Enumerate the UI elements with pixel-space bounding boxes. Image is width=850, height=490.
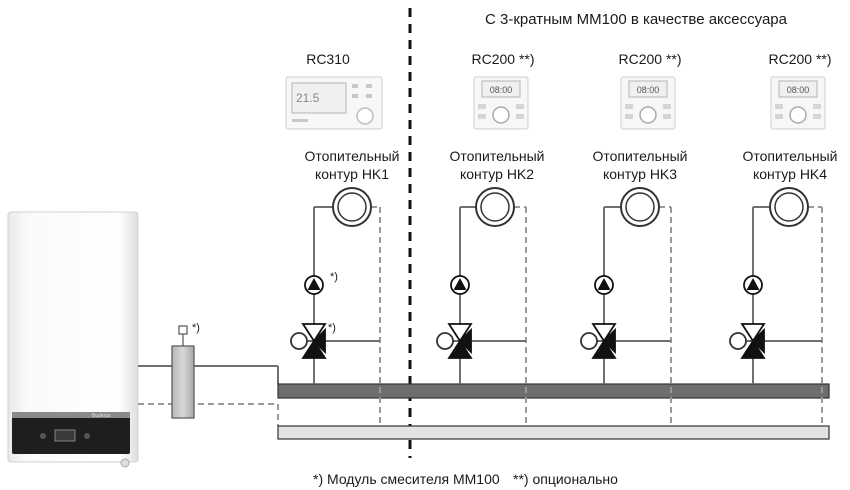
valve-right-triangle — [602, 327, 616, 355]
controller-rc200-hk2: RC200 **) 08:00 — [471, 51, 535, 130]
circuit-label-line1: Отопительный — [305, 148, 400, 164]
boiler: Buderus — [7, 211, 139, 468]
rc310-screen-text: 21.5 — [296, 91, 320, 105]
valve-upper-triangle — [740, 323, 766, 343]
radiator-circle-inner — [337, 192, 367, 222]
pump-footnote-marker: *) — [330, 271, 338, 283]
rc200-button — [625, 104, 633, 109]
temperature-sensor-icon — [580, 332, 598, 350]
rc200-screen-text: 08:00 — [637, 85, 660, 95]
rc200-button — [813, 104, 821, 109]
hydraulic-separator — [171, 345, 195, 419]
heating-circuit-hk4 — [729, 187, 823, 426]
valve-upper-triangle — [301, 323, 327, 343]
heating-circuit-hk1: *) *) — [290, 187, 381, 426]
footnote-optional: **) опционально — [513, 471, 618, 487]
rc200-button — [775, 114, 783, 119]
rc200-button — [478, 104, 486, 109]
circuit-label-line2: контур HK4 — [753, 166, 827, 182]
rc200-button — [516, 114, 524, 119]
rc200-button — [625, 114, 633, 119]
rc200-button — [663, 114, 671, 119]
rc310-button — [366, 84, 372, 88]
rc200-dial-icon — [492, 106, 510, 124]
controller-label: RC200 **) — [768, 51, 831, 67]
rc310-button — [352, 94, 358, 98]
controller-label: RC310 — [306, 51, 350, 67]
temperature-sensor-icon — [436, 332, 454, 350]
rc200-screen — [481, 80, 521, 98]
rc200-screen — [628, 80, 668, 98]
valve-upper-triangle — [447, 323, 473, 343]
valve-lower-triangle — [591, 339, 617, 359]
radiator-circle-inner — [774, 192, 804, 222]
boiler-knob-right — [84, 433, 90, 439]
circuit-label-line2: контур HK1 — [315, 166, 389, 182]
rc200-button — [775, 104, 783, 109]
separator-sensor-icon — [178, 325, 188, 335]
pump-arrow — [746, 278, 760, 290]
rc200-button — [663, 104, 671, 109]
controller-rc200-hk3: RC200 **) 08:00 — [618, 51, 682, 130]
rc310-button — [366, 94, 372, 98]
circuit-label-line1: Отопительный — [593, 148, 688, 164]
pump-arrow — [307, 278, 321, 290]
valve-upper-triangle — [591, 323, 617, 343]
rc200-dial-icon — [789, 106, 807, 124]
circuit-label-line2: контур HK2 — [460, 166, 534, 182]
valve-right-triangle — [458, 327, 472, 355]
boiler-panel-trim — [12, 412, 130, 418]
valve-lower-triangle — [740, 339, 766, 359]
heating-circuit-hk3 — [580, 187, 672, 426]
rc200-screen-text: 08:00 — [490, 85, 513, 95]
temperature-sensor-icon — [290, 332, 308, 350]
rc310-brand-mark — [292, 119, 308, 122]
rc200-dial-icon — [639, 106, 657, 124]
heating-circuit-hk2 — [436, 187, 527, 426]
valve-lower-triangle — [447, 339, 473, 359]
boiler-knob-left — [40, 433, 46, 439]
controller-label: RC200 **) — [618, 51, 681, 67]
boiler-brand: Buderus — [92, 413, 111, 419]
controller-rc200-hk4: RC200 **) 08:00 — [768, 51, 832, 130]
rc200-screen — [778, 80, 818, 98]
diagram-title: С 3-кратным MM100 в качестве аксессуара — [485, 11, 788, 28]
rc200-button — [516, 104, 524, 109]
rc200-button — [813, 114, 821, 119]
supply-header — [277, 383, 830, 399]
rc200-button — [478, 114, 486, 119]
circuit-label-line2: контур HK3 — [603, 166, 677, 182]
valve-footnote-marker: *) — [328, 322, 336, 334]
return-header — [277, 425, 830, 440]
pump-arrow — [597, 278, 611, 290]
circuit-label-line1: Отопительный — [743, 148, 838, 164]
controller-rc310: RC310 21.5 — [285, 51, 383, 130]
controller-label: RC200 **) — [471, 51, 534, 67]
valve-right-triangle — [312, 327, 326, 355]
temperature-sensor-icon — [729, 332, 747, 350]
rc200-screen-text: 08:00 — [787, 85, 810, 95]
separator-footnote-marker: *) — [192, 322, 200, 334]
boiler-casing — [7, 211, 139, 463]
radiator-circle-inner — [480, 192, 510, 222]
valve-lower-triangle — [301, 339, 327, 359]
circuit-label-line1: Отопительный — [450, 148, 545, 164]
rc310-button — [352, 84, 358, 88]
rc310-screen — [291, 82, 347, 114]
radiator-circle-inner — [625, 192, 655, 222]
boiler-display — [54, 429, 76, 442]
footnote-mixer-module: *) Модуль смесителя MM100 — [313, 471, 500, 487]
rc310-dial-icon — [356, 107, 374, 125]
pump-arrow — [453, 278, 467, 290]
boiler-power-button — [120, 458, 130, 468]
valve-right-triangle — [751, 327, 765, 355]
